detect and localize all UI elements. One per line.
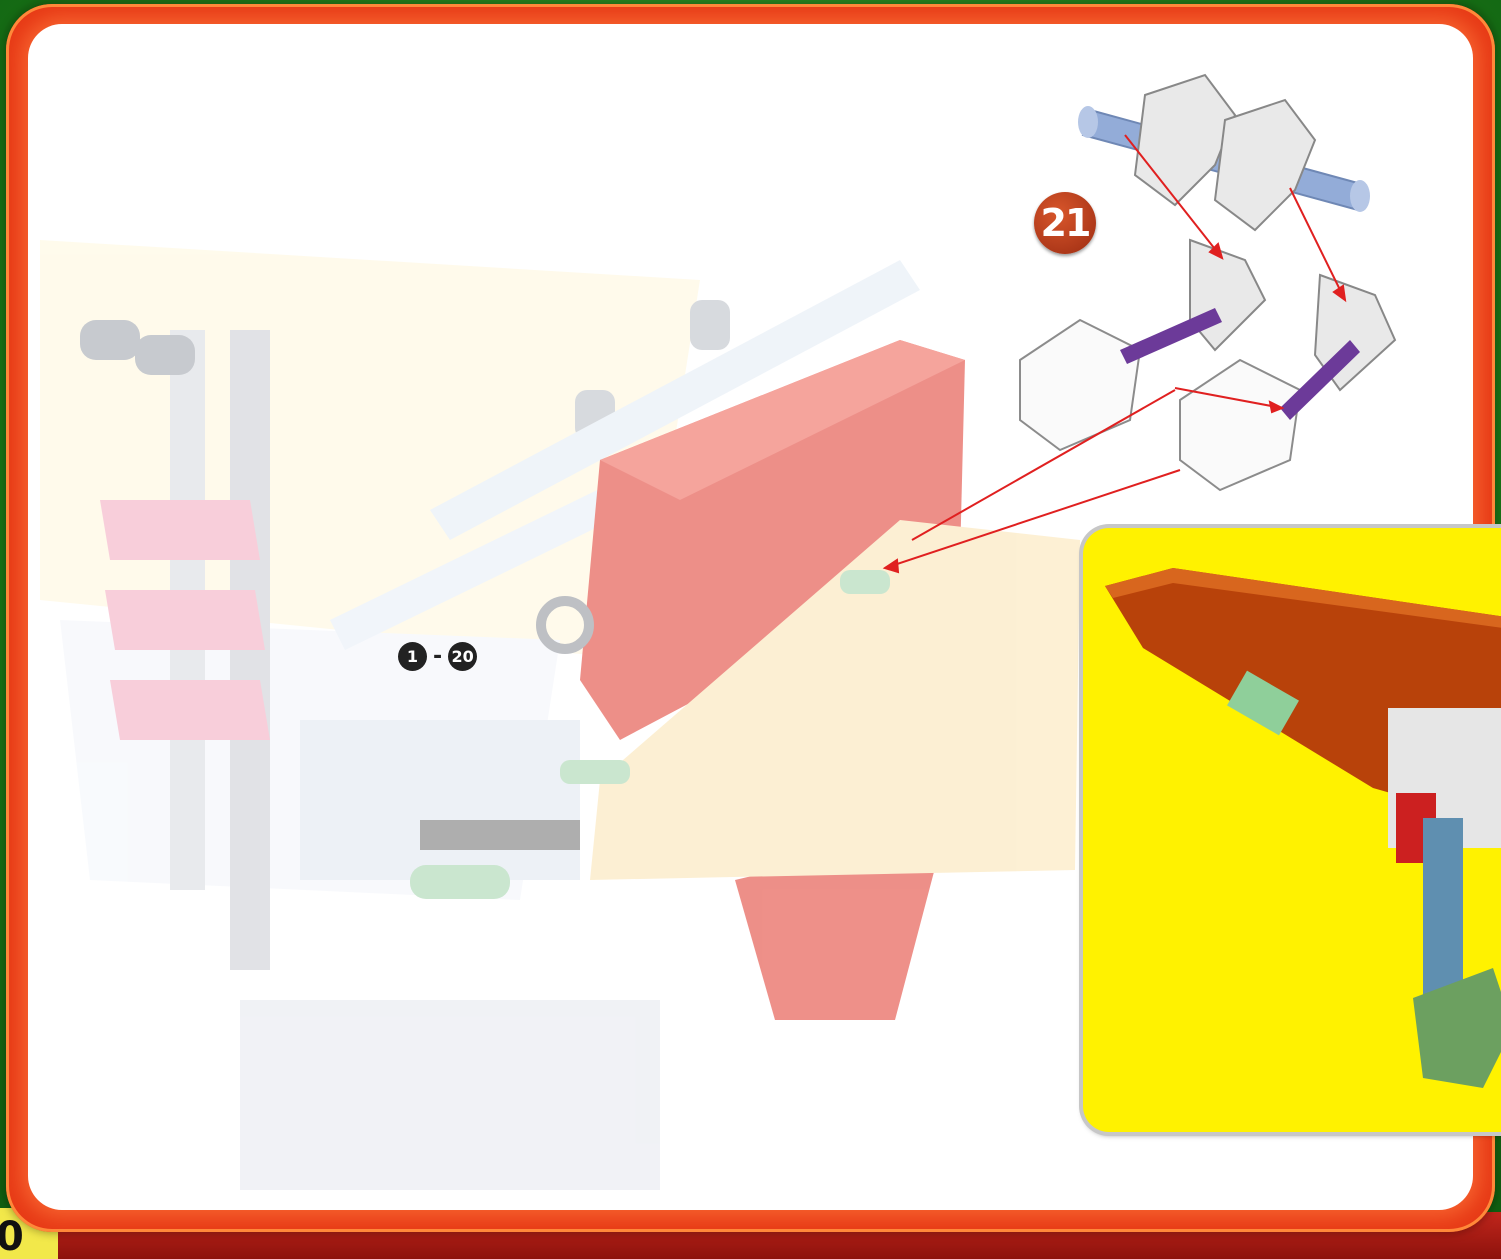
prior-steps-indicator: 1 - 20	[398, 641, 477, 671]
faded-model	[40, 240, 1080, 1190]
step-number-badge: 21	[1034, 192, 1096, 254]
range-start-badge: 1	[398, 642, 427, 671]
range-separator: -	[433, 644, 442, 669]
preview-illustration	[1083, 528, 1501, 1132]
preview-inset	[1083, 528, 1501, 1132]
range-end-badge: 20	[448, 642, 477, 671]
